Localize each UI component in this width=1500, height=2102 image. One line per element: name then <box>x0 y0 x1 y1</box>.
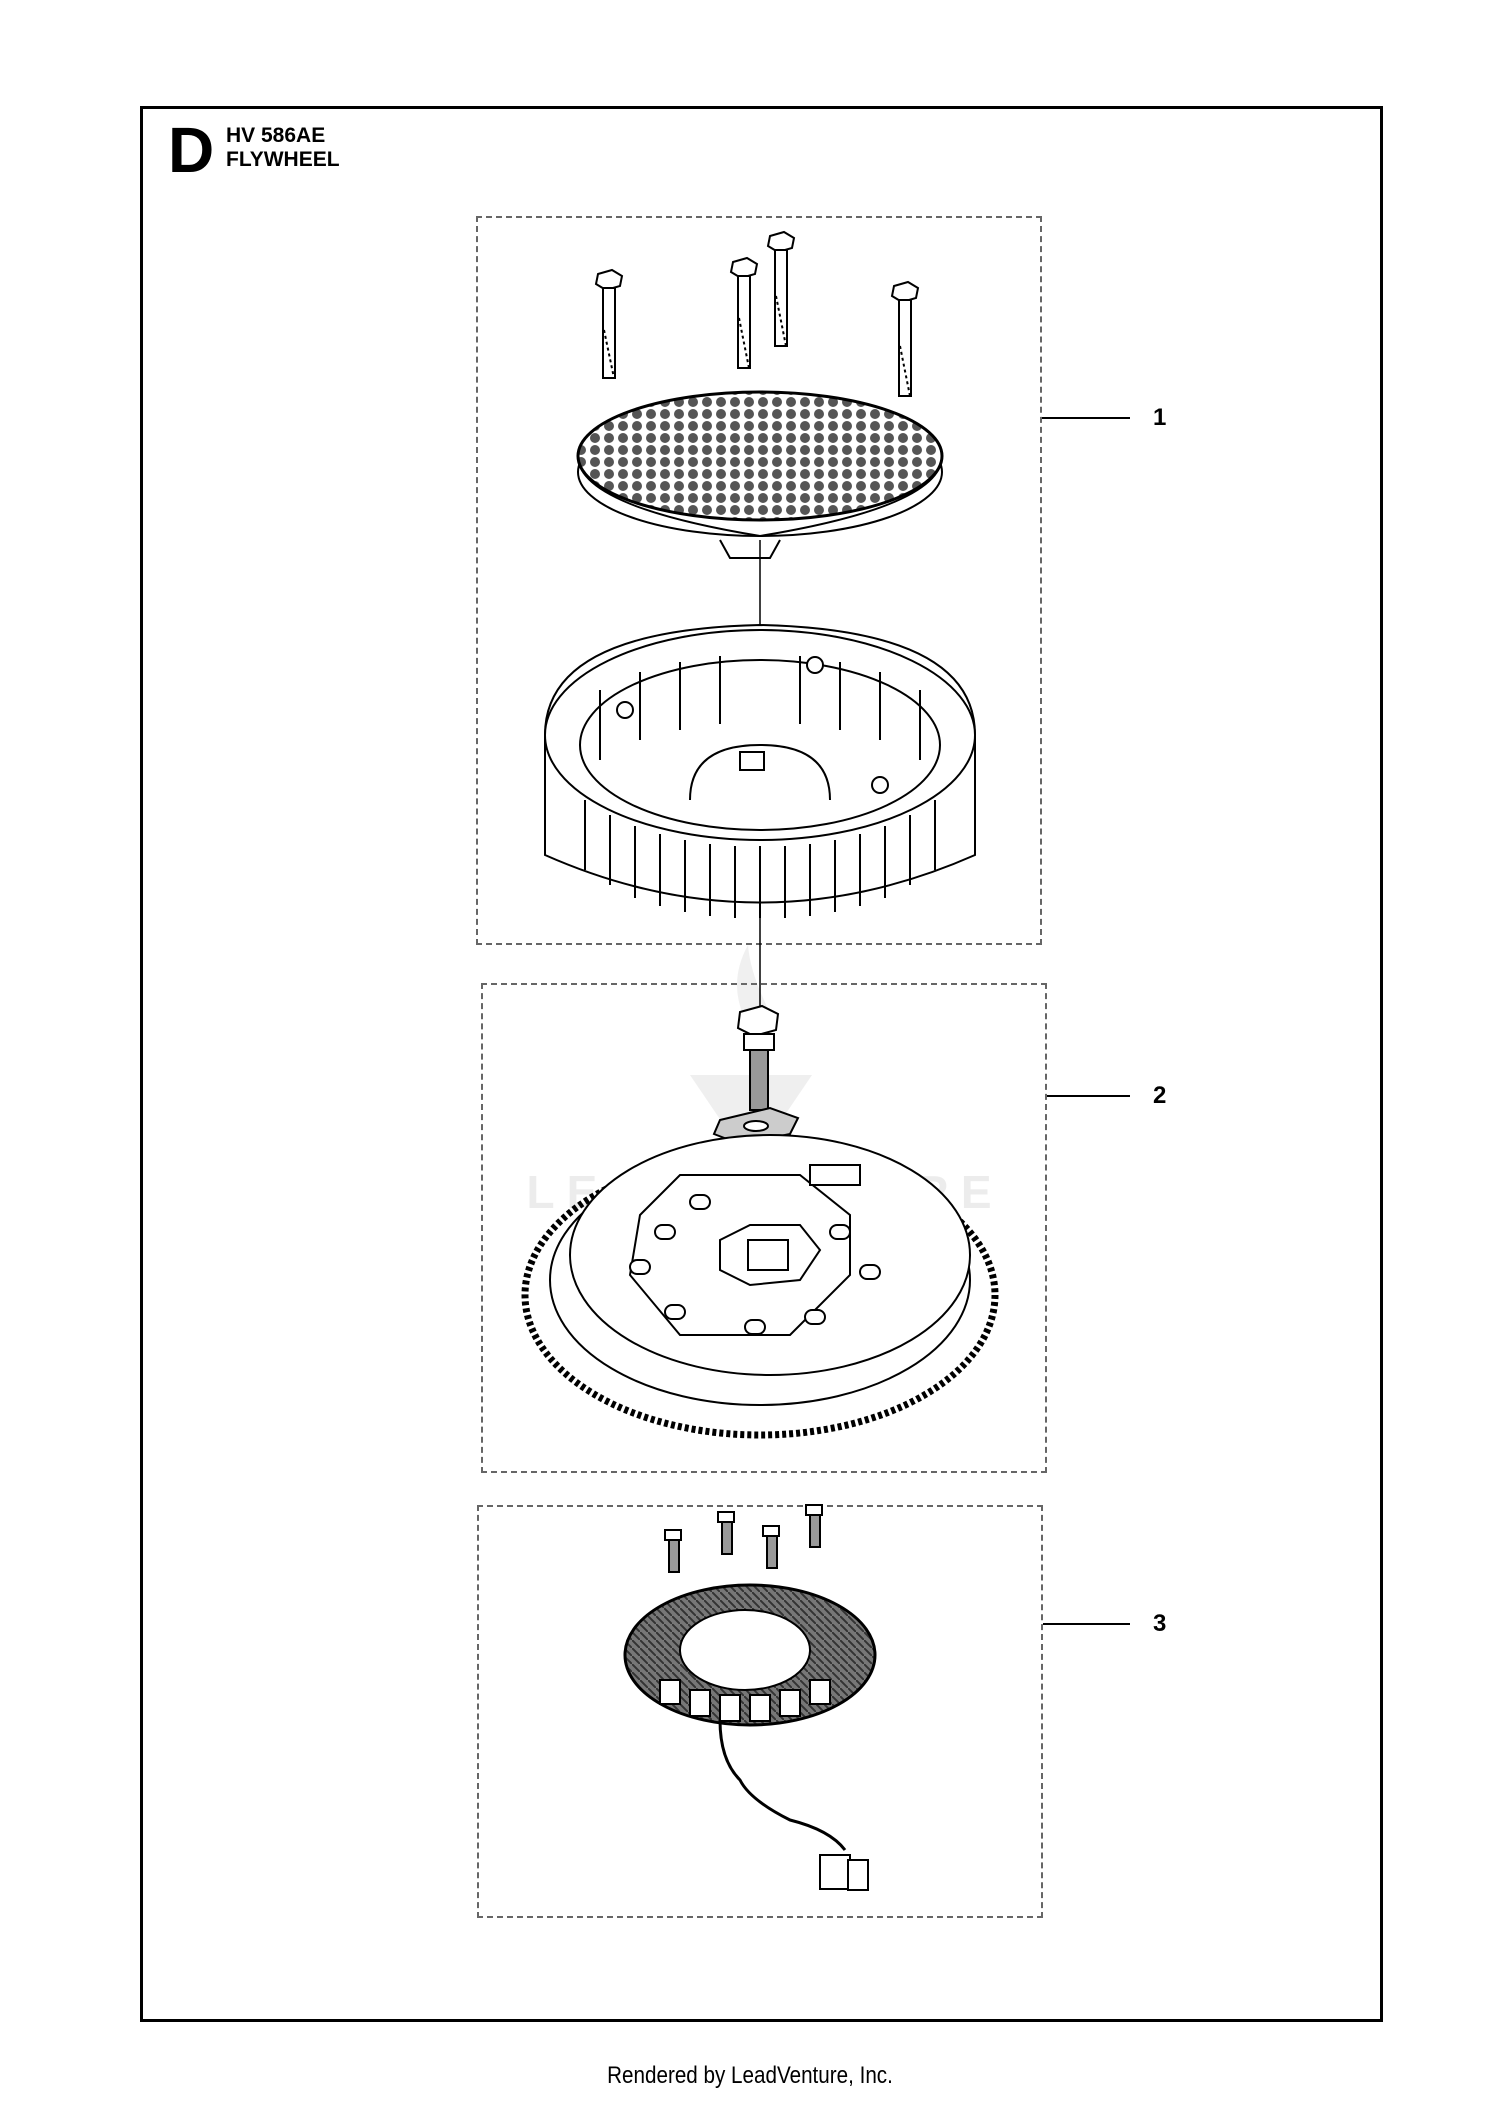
model-label: HV 586AE <box>226 124 326 147</box>
stator <box>623 1583 877 1891</box>
diagram-title: FLYWHEEL <box>226 148 340 171</box>
bolt-icon <box>890 280 920 397</box>
ring-gear-flywheel <box>521 1134 999 1439</box>
screw-icon <box>664 1529 682 1573</box>
title-block: HV 586AE FLYWHEEL <box>226 124 340 172</box>
screw-icon <box>762 1525 780 1569</box>
group-box-1 <box>476 216 1042 945</box>
bolt-icon <box>729 256 759 369</box>
group-box-3 <box>477 1505 1043 1918</box>
callout-1: 1 <box>1153 404 1167 431</box>
screw-icon <box>717 1511 735 1555</box>
screw-icon <box>805 1504 823 1548</box>
group-box-2 <box>481 983 1047 1473</box>
flywheel-bolt <box>736 1004 780 1111</box>
flywheel-fan <box>544 623 976 918</box>
diagram-frame <box>140 106 1383 2022</box>
footer-credit: Rendered by LeadVenture, Inc. <box>607 2062 893 2089</box>
stator-screws <box>664 1504 823 1573</box>
flywheel-screen <box>576 390 944 559</box>
bolt-icon <box>766 230 796 347</box>
cover-bolts <box>594 230 920 397</box>
callout-2: 2 <box>1153 1082 1167 1109</box>
bolt-icon <box>594 268 624 379</box>
callout-3: 3 <box>1153 1610 1167 1637</box>
section-letter: D <box>168 114 215 186</box>
leader-lines <box>1042 417 1130 1625</box>
